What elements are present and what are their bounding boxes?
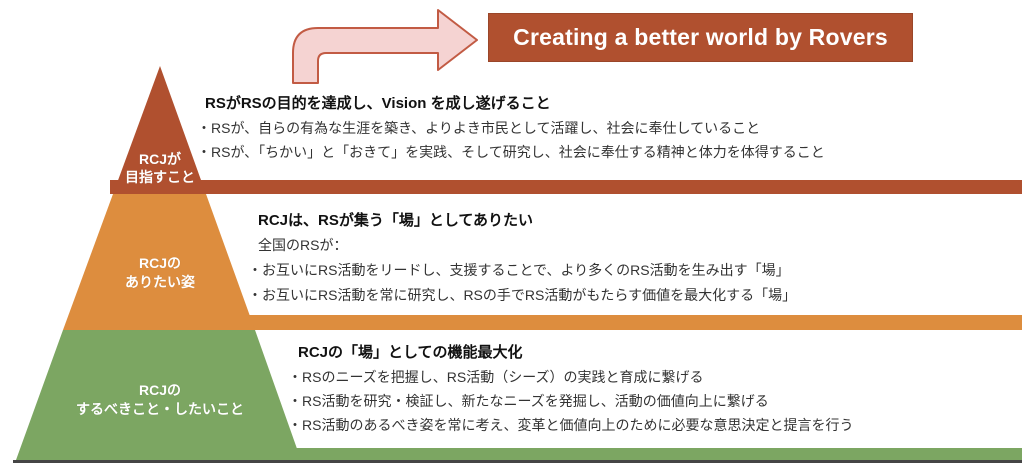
tier2-heading: RCJは、RSが集う「場」としてありたい — [258, 212, 533, 229]
tier3-label: RCJの するべきこと・したいこと — [38, 381, 282, 419]
banner-title: Creating a better world by Rovers — [513, 24, 888, 50]
tier2-bullet: ・お互いにRS活動を常に研究し、RSの手でRS活動がもたらす価値を最大化する「場… — [248, 287, 797, 303]
tier2-label-line1: RCJの — [138, 255, 181, 271]
pyramid-tier3 — [16, 330, 301, 460]
tier3-bar — [270, 448, 1022, 460]
footer-rule — [13, 460, 1022, 463]
tier2-bar — [200, 315, 1022, 330]
tier2-label-line2: ありたい姿 — [125, 274, 195, 290]
tier1-bar — [110, 180, 1022, 194]
tier3-bullet: ・RS活動を研究・検証し、新たなニーズを発掘し、活動の価値向上に繋げる — [288, 393, 769, 409]
pyramid-tier2 — [63, 194, 255, 330]
tier1-label-line1: RCJが — [138, 151, 181, 167]
tier1-textblock: RSがRSの目的を達成し、Vision を成し遂げること ・RSが、自らの有為な… — [197, 92, 825, 164]
tier3-label-line2: するべきこと・したいこと — [76, 401, 244, 417]
pyramid-tier1 — [113, 66, 206, 194]
tier1-label: RCJが 目指すこと — [98, 150, 222, 186]
tier2-label: RCJの ありたい姿 — [88, 254, 232, 292]
tier1-bullet: ・RSが、「ちかい」と「おきて」を実践、そして研究し、社会に奉仕する精神と体力を… — [197, 144, 825, 160]
tier1-bullet: ・RSが、自らの有為な生涯を築き、よりよき市民として活躍し、社会に奉仕しているこ… — [197, 120, 761, 136]
tier3-bullet: ・RSのニーズを把握し、RS活動（シーズ）の実践と育成に繋げる — [288, 369, 704, 385]
tier2-intro: 全国のRSが： — [258, 237, 348, 253]
tier1-heading: RSがRSの目的を達成し、Vision を成し遂げること — [205, 95, 551, 112]
bent-arrow-icon — [292, 9, 478, 84]
tier3-label-line1: RCJの — [138, 382, 181, 398]
tier3-heading: RCJの「場」としての機能最大化 — [298, 344, 523, 361]
title-banner: Creating a better world by Rovers — [488, 13, 913, 62]
tier3-bullet: ・RS活動のあるべき姿を常に考え、変革と価値向上のために必要な意思決定と提言を行… — [288, 417, 854, 433]
tier2-bullet: ・お互いにRS活動をリードし、支援することで、より多くのRS活動を生み出す「場」 — [248, 262, 790, 278]
tier3-textblock: RCJの「場」としての機能最大化 ・RSのニーズを把握し、RS活動（シーズ）の実… — [288, 341, 853, 437]
tier1-label-line2: 目指すこと — [125, 169, 195, 185]
tier2-textblock: RCJは、RSが集う「場」としてありたい 全国のRSが： ・お互いにRS活動をリ… — [248, 208, 796, 308]
